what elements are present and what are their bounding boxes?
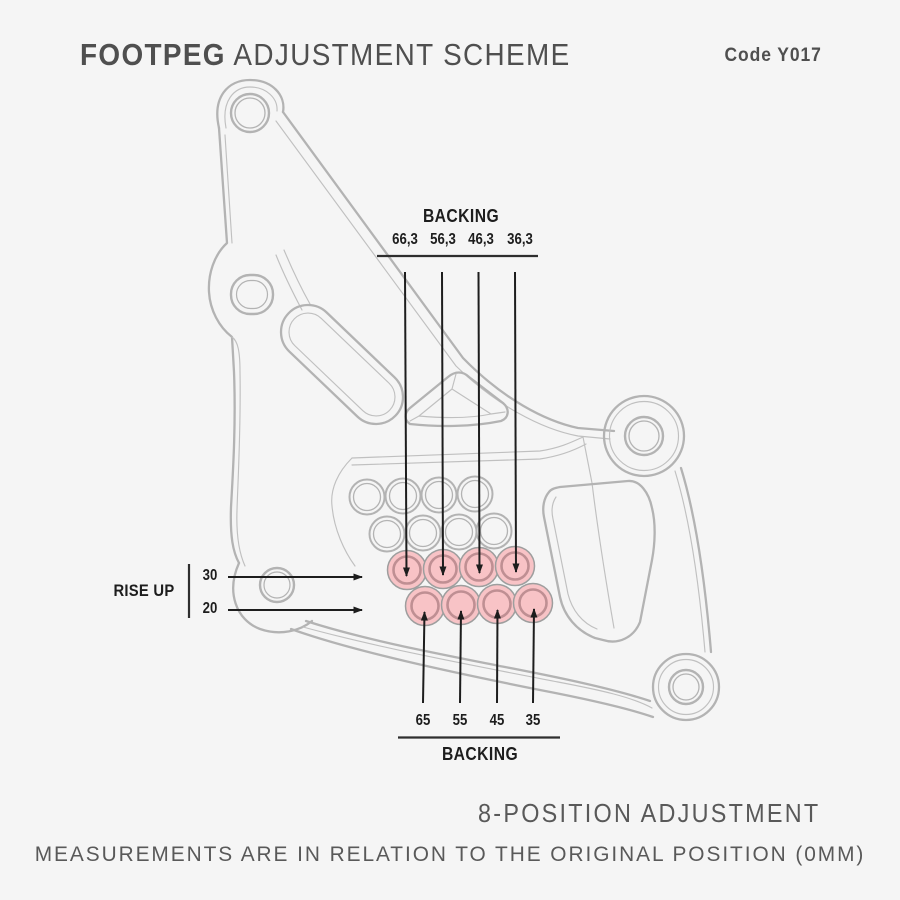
page-title: FOOTPEG ADJUSTMENT SCHEME bbox=[80, 37, 571, 73]
plain-hole bbox=[420, 476, 458, 514]
backing-bottom-arrows bbox=[420, 608, 538, 704]
footer-position-note: 8-POSITION ADJUSTMENT bbox=[477, 798, 820, 828]
code-label: Code Y017 bbox=[724, 45, 822, 66]
plain-hole bbox=[456, 475, 494, 513]
plain-hole bbox=[475, 512, 513, 550]
highlighted-hole bbox=[512, 582, 554, 624]
riseup-value: 20 bbox=[202, 600, 218, 617]
backing-top-label: BACKING bbox=[422, 206, 500, 226]
backing-bottom-value: 65 bbox=[415, 712, 431, 729]
plain-hole bbox=[368, 515, 406, 553]
highlighted-hole bbox=[404, 585, 446, 627]
adjustment-holes-highlighted bbox=[386, 545, 554, 627]
mount-hole-lower-left bbox=[258, 566, 296, 604]
plain-hole bbox=[348, 478, 386, 516]
plain-hole bbox=[384, 477, 422, 515]
backing-bottom-value: 45 bbox=[489, 712, 505, 729]
plain-hole bbox=[440, 513, 478, 551]
backing-top-arrows bbox=[402, 271, 520, 577]
page-title-secondary: ADJUSTMENT SCHEME bbox=[225, 37, 571, 72]
backing-bottom-value: 55 bbox=[452, 712, 468, 729]
footer-measurement-note: MEASUREMENTS ARE IN RELATION TO THE ORIG… bbox=[34, 842, 866, 866]
mount-hole-oval bbox=[229, 273, 275, 316]
backing-top-value: 56,3 bbox=[430, 231, 456, 248]
backing-top-value: 66,3 bbox=[392, 231, 418, 248]
bracket-outline bbox=[207, 78, 721, 722]
backing-bottom-label: BACKING bbox=[441, 744, 519, 764]
backing-top-value: 36,3 bbox=[507, 231, 533, 248]
backing-bottom-value: 35 bbox=[525, 712, 541, 729]
mount-hole-top bbox=[229, 92, 271, 134]
riseup-value: 30 bbox=[202, 567, 218, 584]
riseup-arrows bbox=[228, 573, 363, 614]
backing-top-value: 46,3 bbox=[468, 231, 494, 248]
plain-hole bbox=[404, 514, 442, 552]
page-title-primary: FOOTPEG bbox=[80, 37, 226, 72]
adjustment-holes-plain bbox=[348, 475, 513, 553]
riseup-label: RISE UP bbox=[113, 581, 175, 600]
